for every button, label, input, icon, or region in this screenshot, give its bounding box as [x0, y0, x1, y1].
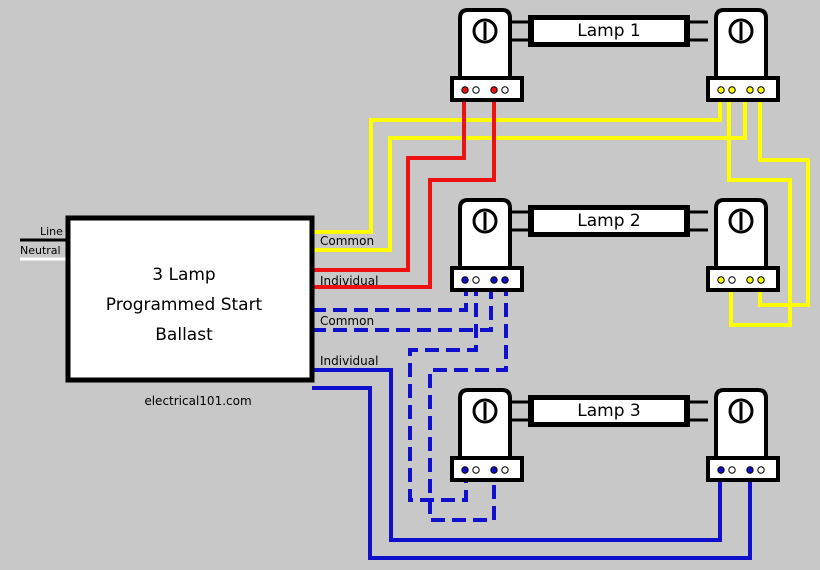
- lamp-3-left-socket-base: [450, 456, 524, 482]
- lamps: Lamp 1 Lamp 2 Lamp 3: [450, 8, 780, 482]
- ballast-title-line2: Programmed Start: [106, 295, 263, 315]
- lamp-assembly-3: Lamp 3: [450, 388, 780, 482]
- lamp-3-left-socket-terminal-3: [490, 466, 498, 474]
- lamp-3-right-socket-terminal-1: [717, 466, 725, 474]
- lamp-3-left-socket-terminal-2: [472, 466, 480, 474]
- lamp-1-right-socket: [706, 8, 780, 102]
- lamp-3-left-socket-head: [458, 388, 512, 460]
- lamp-3-label: Lamp 3: [577, 401, 640, 421]
- ballast-title-line3: Ballast: [155, 325, 213, 345]
- common-blue-label: Common: [320, 314, 374, 328]
- lamp-2-left-socket-terminal-3: [490, 276, 498, 284]
- common-yellow-label: Common: [320, 234, 374, 248]
- lamp-2-right-socket-terminal-2: [728, 276, 736, 284]
- lamp-1-tube-face: [534, 20, 684, 42]
- lamp-2-left-socket-terminal-1: [461, 276, 469, 284]
- ballast-box: [65, 215, 315, 383]
- lamp-3-left-socket-terminal-4: [501, 466, 509, 474]
- yellow-common-wire-b: [312, 90, 747, 252]
- lamp-1-right-socket-terminal-4: [757, 86, 765, 94]
- lamp-2-right-socket: [706, 198, 780, 292]
- lamp-2-left-socket-terminal-2: [472, 276, 480, 284]
- lamp-2-right-socket-head: [714, 198, 768, 270]
- lamp-1-left-socket-terminal-1: [461, 86, 469, 94]
- lamp-1-right-socket-terminal-2: [728, 86, 736, 94]
- yellow-common-wire-a: [312, 90, 722, 234]
- neutral-label: Neutral: [20, 244, 61, 257]
- lamp-1-right-socket-terminal-3: [746, 86, 754, 94]
- blue-common-wire-d: [428, 282, 508, 522]
- lamp-2-left-socket: [450, 198, 524, 292]
- lamp-1-left-socket-head: [458, 8, 512, 80]
- lamp-1-right-socket-terminal-1: [717, 86, 725, 94]
- lamp-3-right-socket-head: [714, 388, 768, 460]
- lamp-1-left-socket-terminal-2: [472, 86, 480, 94]
- lamp-1-left-socket-base: [450, 76, 524, 102]
- lamp-2-right-socket-terminal-3: [746, 276, 754, 284]
- yellow-jumper-a: [727, 90, 792, 327]
- blue-individual-wire-b: [312, 386, 752, 560]
- lamp-3-right-socket-base: [706, 456, 780, 482]
- lamp-1-right-socket-head: [714, 8, 768, 80]
- lamp-1-left-socket-terminal-3: [490, 86, 498, 94]
- blue-common-wire-c: [408, 282, 478, 502]
- lamp-assembly-1: Lamp 1: [450, 8, 780, 102]
- ballast-title-line1: 3 Lamp: [152, 265, 215, 285]
- blue-individual-wire-a: [312, 368, 722, 542]
- lamp-3-right-socket-terminal-3: [746, 466, 754, 474]
- lamp-2-label: Lamp 2: [577, 211, 640, 231]
- lamp-1-right-socket-base: [706, 76, 780, 102]
- line-label: Line: [40, 225, 63, 238]
- lamp-1-left-socket-terminal-4: [501, 86, 509, 94]
- red-individual-wire-a: [312, 90, 466, 272]
- blue-common-wire-b: [312, 282, 493, 332]
- lamp-2-tube-face: [534, 210, 684, 232]
- lamp-1-left-socket: [450, 8, 524, 102]
- lamp-3-tube-face: [534, 400, 684, 422]
- lamp-2-right-socket-terminal-4: [757, 276, 765, 284]
- wires: [20, 90, 810, 560]
- lamp-3-left-socket: [450, 388, 524, 482]
- individual-red-label: Individual: [320, 274, 378, 288]
- individual-blue-label: Individual: [320, 354, 378, 368]
- lamp-1-label: Lamp 1: [577, 21, 640, 41]
- lamp-2-right-socket-base: [706, 266, 780, 292]
- website-credit: electrical101.com: [144, 394, 251, 408]
- lamp-3-right-socket-terminal-2: [728, 466, 736, 474]
- yellow-jumper-b: [758, 90, 810, 307]
- lamp-2-left-socket-head: [458, 198, 512, 270]
- lamp-assembly-2: Lamp 2: [450, 198, 780, 292]
- lamp-2-left-socket-terminal-4: [501, 276, 509, 284]
- lamp-3-left-socket-terminal-1: [461, 466, 469, 474]
- ballast: 3 Lamp Programmed Start Ballast electric…: [65, 215, 315, 408]
- lamp-3-right-socket-terminal-4: [757, 466, 765, 474]
- lamp-2-left-socket-base: [450, 266, 524, 292]
- lamp-3-right-socket: [706, 388, 780, 482]
- lamp-2-right-socket-terminal-1: [717, 276, 725, 284]
- red-individual-wire-b: [312, 90, 496, 289]
